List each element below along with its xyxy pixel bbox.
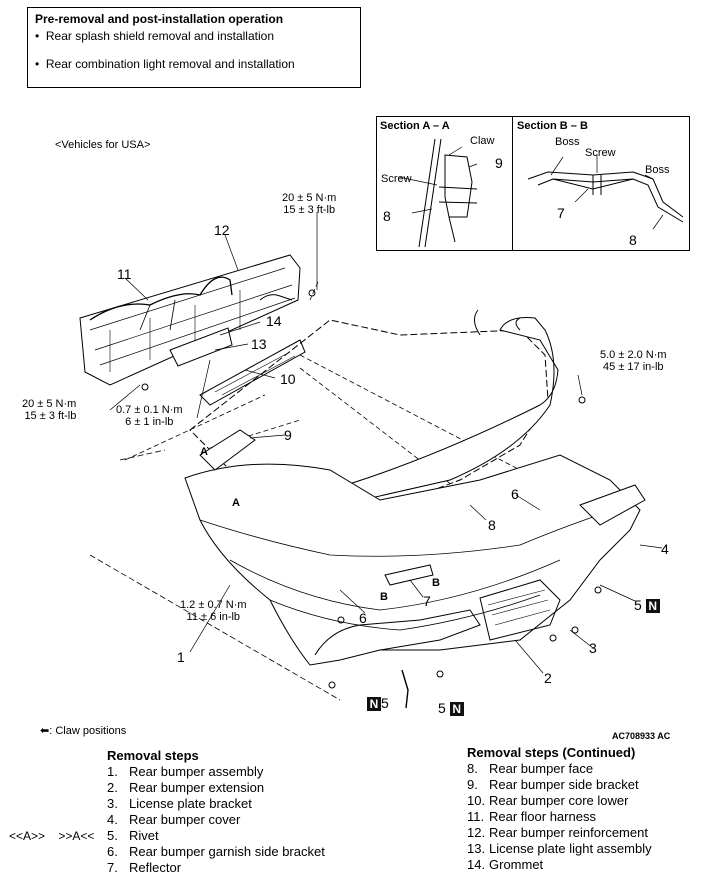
step-item: 6.Rear bumper garnish side bracket [107, 844, 325, 859]
callout-9: 9 [284, 427, 292, 443]
prerequisite-box: Pre-removal and post-installation operat… [27, 7, 361, 88]
section-b-drawing [527, 155, 684, 230]
step-item: 11.Rear floor harness [467, 809, 596, 824]
section-b-callout-7: 7 [557, 205, 565, 221]
step-procedure-marks: <<A>> >>A<< [9, 829, 95, 843]
section-a-drawing [398, 138, 478, 248]
prerequisite-title: Pre-removal and post-installation operat… [35, 12, 284, 26]
callout-1: 1 [177, 649, 185, 665]
callout-5: 5 N [438, 700, 464, 716]
claw-arrow-icon: ⬅ [40, 725, 50, 737]
callout-6: 6 [359, 610, 367, 626]
step-item: <<A>> >>A<< 5.Rivet [9, 828, 159, 843]
section-a-panel: Section A – A Claw 9 Screw 8 [376, 116, 513, 251]
section-mark-b: B [432, 577, 440, 589]
section-a-callout-9: 9 [495, 155, 503, 171]
claw-label: Claw [470, 135, 495, 147]
n-tag-icon: N [367, 697, 381, 711]
callout-2: 2 [544, 670, 552, 686]
callout-5: 5 N [634, 597, 660, 613]
removal-steps-continued: Removal steps (Continued) 8.Rear bumper … [467, 745, 652, 873]
screw-label: Screw [585, 147, 616, 159]
n-tag-icon: N [645, 599, 660, 613]
callout-13: 13 [251, 336, 267, 352]
section-b-title: Section B – B [517, 120, 588, 132]
section-a-title: Section A – A [380, 120, 450, 132]
step-item: 1.Rear bumper assembly [107, 764, 264, 779]
callout-10: 10 [280, 371, 296, 387]
step-item: 9.Rear bumper side bracket [467, 777, 639, 792]
section-mark-a: A [200, 446, 208, 458]
callout-11: 11 [117, 266, 132, 282]
section-mark-b: B [380, 591, 388, 603]
vehicle-label: <Vehicles for USA> [55, 139, 151, 151]
callout-8: 8 [488, 517, 496, 533]
step-item: 14.Grommet [467, 857, 544, 872]
callout-7: 7 [423, 593, 431, 609]
callout-12: 12 [214, 222, 230, 238]
callout-3: 3 [589, 640, 597, 656]
removal-steps-continued-title: Removal steps (Continued) [467, 745, 636, 760]
step-item: 13.License plate light assembly [467, 841, 652, 856]
boss-label-2: Boss [645, 164, 670, 176]
screw-label: Screw [381, 173, 412, 185]
figure-code: AC708933 AC [612, 731, 671, 741]
callout-6: 6 [511, 486, 519, 502]
callout-4: 4 [661, 541, 669, 557]
section-b-panel: Section B – B Boss Screw Boss 7 8 [512, 116, 690, 251]
boss-label-1: Boss [555, 136, 580, 148]
removal-steps: Removal steps 1.Rear bumper assembly 2.R… [9, 748, 325, 876]
removal-steps-title: Removal steps [107, 748, 199, 763]
step-item: 2.Rear bumper extension [107, 780, 265, 795]
prerequisite-item: • Rear combination light removal and ins… [35, 57, 295, 71]
step-item: 10.Rear bumper core lower [467, 793, 629, 808]
step-item: 7.Reflector [107, 860, 182, 875]
claw-legend: ⬅: Claw positions [40, 725, 127, 737]
section-b-callout-8: 8 [629, 232, 637, 248]
step-item: 4.Rear bumper cover [107, 812, 241, 827]
step-item: 12.Rear bumper reinforcement [467, 825, 648, 840]
step-item: 3.License plate bracket [107, 796, 252, 811]
callout-14: 14 [266, 313, 282, 329]
prerequisite-item: • Rear splash shield removal and install… [35, 29, 274, 43]
step-item: 8.Rear bumper face [467, 761, 594, 776]
section-a-callout-8: 8 [383, 208, 391, 224]
n-tag-icon: N [449, 702, 464, 716]
section-mark-a: A [232, 497, 240, 509]
